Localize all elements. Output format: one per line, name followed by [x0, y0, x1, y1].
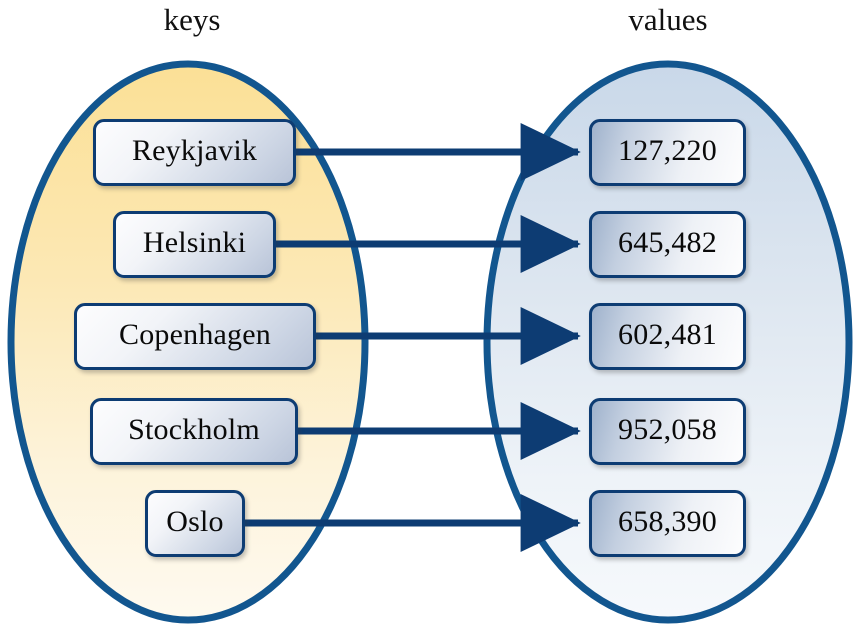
- value-node-3[interactable]: 602,481: [589, 303, 746, 370]
- key-node-copenhagen[interactable]: Copenhagen: [74, 303, 316, 370]
- key-node-label: Copenhagen: [119, 317, 271, 351]
- key-node-label: Helsinki: [142, 225, 247, 259]
- value-node-4[interactable]: 952,058: [589, 398, 746, 465]
- value-node-label: 127,220: [618, 133, 717, 167]
- value-node-1[interactable]: 127,220: [589, 119, 746, 186]
- keys-set-label: keys: [163, 2, 221, 37]
- value-node-2[interactable]: 645,482: [589, 211, 746, 278]
- value-node-5[interactable]: 658,390: [589, 490, 746, 557]
- key-node-oslo[interactable]: Oslo: [145, 490, 245, 557]
- values-set-label: values: [628, 2, 708, 37]
- key-node-reykjavik[interactable]: Reykjavik: [93, 119, 296, 186]
- value-node-label: 602,481: [618, 317, 717, 351]
- key-node-label: Stockholm: [128, 412, 260, 446]
- value-node-label: 952,058: [618, 412, 717, 446]
- key-node-helsinki[interactable]: Helsinki: [113, 211, 276, 278]
- key-node-stockholm[interactable]: Stockholm: [90, 398, 298, 465]
- value-node-label: 645,482: [618, 225, 717, 259]
- value-node-label: 658,390: [618, 504, 717, 538]
- key-node-label: Oslo: [166, 504, 224, 538]
- key-node-label: Reykjavik: [131, 133, 258, 167]
